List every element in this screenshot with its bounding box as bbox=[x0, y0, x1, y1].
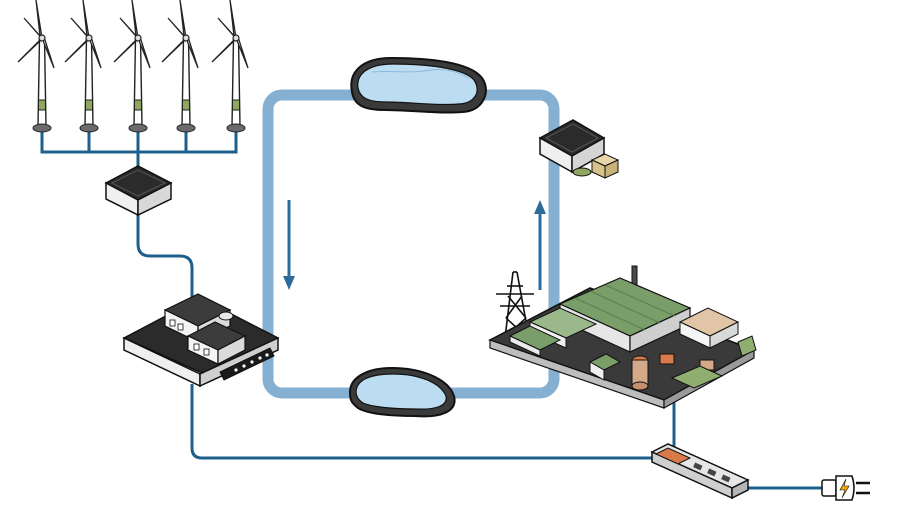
upper-reservoir-icon bbox=[350, 56, 487, 114]
substation-icon bbox=[104, 165, 173, 217]
wind-turbine-icon bbox=[17, 0, 55, 133]
wind-turbine-icon bbox=[113, 0, 151, 133]
downward-flow-arrow bbox=[283, 200, 295, 290]
pump-house-icon bbox=[538, 119, 620, 179]
plug-icon bbox=[821, 475, 870, 501]
wind-turbine-icon bbox=[211, 0, 249, 133]
wind-turbine-icon bbox=[161, 0, 199, 133]
power-cables bbox=[40, 128, 822, 490]
lower-reservoir-icon bbox=[348, 366, 456, 418]
power-strip-icon bbox=[650, 443, 750, 500]
wind-farm bbox=[17, 0, 249, 133]
plant-to-strip-cable bbox=[190, 384, 660, 460]
factory-icon bbox=[488, 265, 757, 410]
upward-flow-arrow bbox=[534, 200, 546, 290]
substation-to-plant-cable bbox=[136, 210, 194, 300]
power-station-icon bbox=[122, 293, 280, 388]
lightning-bolt-icon bbox=[839, 478, 850, 499]
wind-turbine-icon bbox=[64, 0, 102, 133]
